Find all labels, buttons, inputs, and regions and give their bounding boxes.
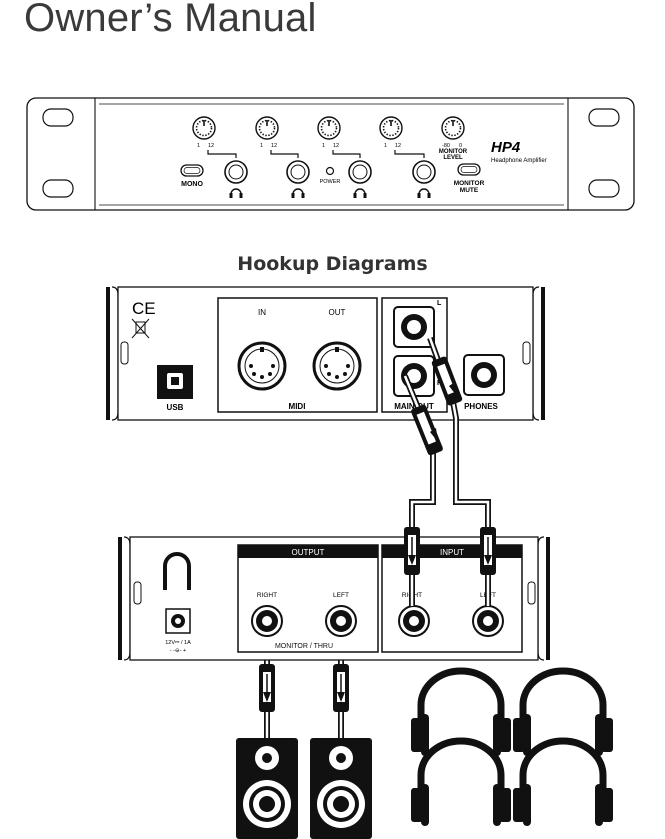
monitor-scale-min: -80 [442, 143, 450, 149]
main-out-left-marker: L [437, 300, 442, 307]
output-left-jack[interactable] [325, 605, 357, 637]
headphone-jack-4[interactable] [412, 160, 436, 184]
monitor-level-knob[interactable] [441, 116, 465, 140]
level-knob-2[interactable] [255, 116, 279, 140]
knob-scale-min-3: 1 [322, 143, 325, 149]
knob-scale-min-2: 1 [260, 143, 263, 149]
power-polarity: - -⊖- + [170, 648, 186, 654]
monitor-level-label-line1: MONITOR [439, 149, 468, 155]
input-left-jack[interactable] [472, 605, 504, 637]
knob-scale-max-4: 12 [395, 143, 401, 149]
level-knob-4[interactable] [379, 116, 403, 140]
midi-in-label: IN [258, 308, 266, 317]
interface-phones-label: PHONES [464, 402, 498, 411]
midi-label: MIDI [289, 402, 306, 411]
page-title: Owner’s Manual [24, 0, 317, 40]
knob-scale-min-1: 1 [197, 143, 200, 149]
output-right-label: RIGHT [257, 592, 277, 599]
cable-hook [163, 552, 191, 590]
cable-main-out-left [427, 336, 491, 536]
headphones-icon-3 [411, 741, 511, 826]
knob-scale-min-4: 1 [384, 143, 387, 149]
midi-out-label: OUT [329, 308, 346, 317]
level-knob-3[interactable] [317, 116, 341, 140]
power-label: POWER [320, 179, 341, 185]
cable-main-out-right [402, 374, 443, 536]
output-right-jack[interactable] [251, 605, 283, 637]
hp4-subtitle: Headphone Amplifier [491, 158, 547, 164]
headphones-icon-4 [513, 741, 613, 826]
main-out-label: MAIN OUT [394, 402, 434, 411]
audio-interface-rear: CE USB IN OUT MIDI L R MAIN OUT P [106, 286, 545, 421]
output-label: OUTPUT [292, 548, 325, 557]
hp4-rear-panel: 12V⎓ / 1A - -⊖- + OUTPUT RIGHT LEFT MONI… [118, 526, 550, 661]
section-title: Hookup Diagrams [237, 253, 428, 275]
monitor-scale-max: 0 [459, 143, 462, 149]
rack-ear-slot-bottom-left [42, 179, 74, 198]
hp4-model-name: HP4 [491, 139, 521, 156]
usb-label: USB [167, 403, 184, 412]
rack-ear-slot-bottom-right [588, 179, 620, 198]
weee-bin-icon [131, 318, 150, 339]
knob-scale-max-2: 12 [271, 143, 277, 149]
knob-scale-max-1: 12 [208, 143, 214, 149]
hp4-front-panel: 1 12 1 12 1 12 1 12 -80 0 MONITOR LEVEL … [26, 97, 635, 211]
headphone-jack-2[interactable] [286, 160, 310, 184]
cables [258, 336, 497, 740]
midi-in-port[interactable] [237, 341, 287, 391]
speaker-right-icon [236, 738, 298, 839]
headphone-jack-1[interactable] [224, 160, 248, 184]
rack-ear-slot-top-right [588, 108, 620, 127]
output-left-label: LEFT [333, 592, 349, 599]
headphone-jack-3[interactable] [348, 160, 372, 184]
monitor-mute-label-line2: MUTE [460, 187, 479, 194]
level-knob-1[interactable] [192, 116, 216, 140]
power-spec: 12V⎓ / 1A [165, 640, 191, 646]
rack-ear-slot-top-left [42, 108, 74, 127]
mono-label: MONO [181, 181, 203, 188]
monitor-thru-label: MONITOR / THRU [275, 643, 333, 650]
knob-scale-max-3: 12 [333, 143, 339, 149]
monitor-mute-label-line1: MONITOR [454, 180, 485, 187]
power-led [325, 166, 335, 176]
input-label: INPUT [440, 548, 464, 557]
ce-mark: CE [132, 299, 156, 318]
input-right-jack[interactable] [398, 605, 430, 637]
monitor-level-label-line2: LEVEL [443, 155, 463, 161]
speaker-left-icon [310, 738, 372, 839]
midi-out-port[interactable] [312, 341, 362, 391]
